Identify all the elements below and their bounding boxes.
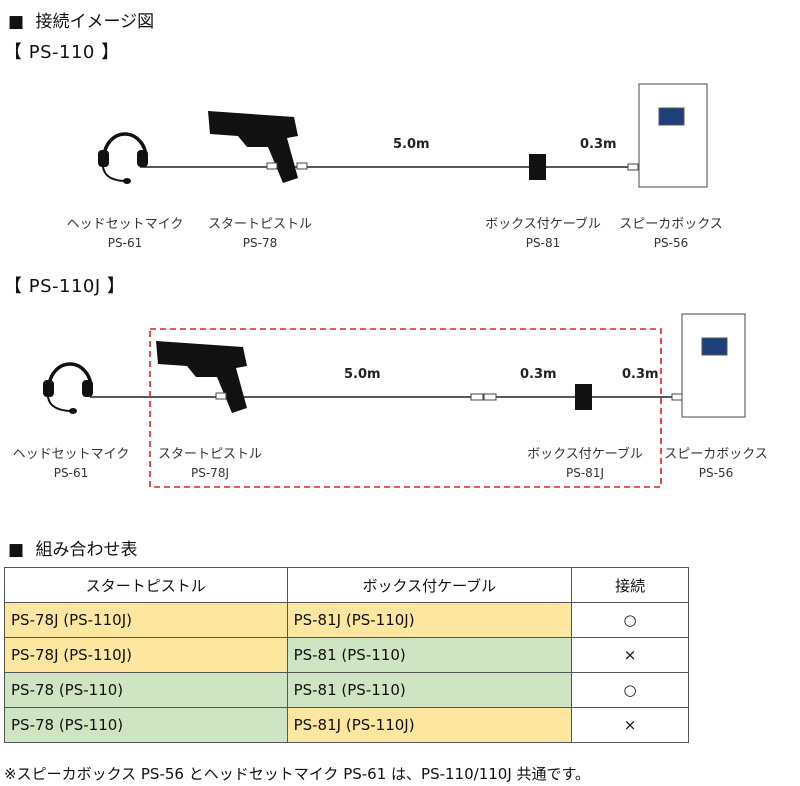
cable-cell: PS-81J (PS-110J) — [286, 707, 573, 743]
header-connection: 接続 — [571, 567, 689, 603]
headset-icon — [43, 362, 93, 414]
speaker-box-icon — [681, 313, 746, 418]
diagram-ps110 — [98, 83, 708, 188]
speaker-box-icon — [638, 83, 708, 188]
pistol-cell: PS-78 (PS-110) — [4, 672, 288, 708]
connection-result-cell: ○ — [571, 672, 689, 708]
component-code: PS-56 — [698, 466, 734, 480]
table-section-title: 組み合わせ表 — [35, 540, 138, 560]
table-row: PS-78 (PS-110) PS-81J (PS-110J) × — [4, 707, 689, 743]
component-code: PS-81 — [525, 236, 561, 250]
pistol-icon — [156, 341, 247, 413]
component-code: PS-61 — [107, 236, 143, 250]
component-name: スタートピストル — [157, 447, 262, 462]
table-row: PS-78J (PS-110J) PS-81 (PS-110) × — [4, 637, 689, 673]
cable-length-label: 5.0m — [393, 137, 430, 152]
cable-box-icon — [529, 154, 546, 180]
component-code: PS-81J — [566, 466, 604, 480]
component-name: スピーカボックス — [619, 217, 723, 232]
component-name: ボックス付ケーブル — [485, 217, 601, 232]
table-section-heading: ■ 組み合わせ表 — [8, 535, 137, 560]
connector-icon — [671, 393, 683, 401]
connection-section-heading: ■ 接続イメージ図 — [8, 7, 154, 32]
connector-icon — [627, 163, 639, 171]
diagram-ps110j — [43, 313, 746, 488]
pistol-icon — [208, 111, 308, 183]
variant-ps110-title: 【 PS-110 】 — [4, 42, 120, 63]
header-pistol: スタートピストル — [4, 567, 288, 603]
component-name: スピーカボックス — [664, 447, 768, 462]
variant-ps110j-title: 【 PS-110J 】 — [4, 276, 126, 297]
table-row: PS-78 (PS-110) PS-81 (PS-110) ○ — [4, 672, 689, 708]
cable-length-label: 0.3m — [622, 367, 659, 382]
connection-diagram — [43, 83, 746, 488]
connection-result-cell: × — [571, 707, 689, 743]
cable-length-label: 0.3m — [520, 367, 557, 382]
square-bullet-icon: ■ — [8, 12, 25, 32]
cable-cell: PS-81J (PS-110J) — [286, 602, 573, 638]
component-name: スタートピストル — [207, 217, 312, 232]
headset-icon — [98, 132, 148, 184]
cable-cell: PS-81 (PS-110) — [286, 637, 573, 673]
combination-table: スタートピストル ボックス付ケーブル 接続 PS-78J (PS-110J) P… — [4, 567, 689, 743]
connection-result-cell: ○ — [571, 602, 689, 638]
pistol-cell: PS-78J (PS-110J) — [4, 637, 288, 673]
cable-length-label: 0.3m — [580, 137, 617, 152]
cable-box-icon — [575, 384, 592, 410]
j-model-highlight-frame — [149, 328, 662, 488]
component-code: PS-78 — [242, 236, 278, 250]
component-name: ヘッドセットマイク — [12, 447, 130, 462]
header-cable: ボックス付ケーブル — [286, 567, 573, 603]
connector-icon — [470, 393, 484, 401]
connection-section-title: 接続イメージ図 — [35, 12, 155, 32]
component-code: PS-61 — [53, 466, 89, 480]
component-name: ボックス付ケーブル — [527, 447, 643, 462]
square-bullet-icon: ■ — [8, 540, 25, 560]
pistol-cell: PS-78 (PS-110) — [4, 707, 288, 743]
connection-result-cell: × — [571, 637, 689, 673]
pistol-cell: PS-78J (PS-110J) — [4, 602, 288, 638]
component-name: ヘッドセットマイク — [66, 217, 184, 232]
component-code: PS-56 — [653, 236, 689, 250]
footnote: ※スピーカボックス PS-56 とヘッドセットマイク PS-61 は、PS-11… — [4, 765, 591, 783]
component-code: PS-78J — [191, 466, 229, 480]
cable-length-label: 5.0m — [344, 367, 381, 382]
connector-icon — [483, 393, 497, 401]
cable-cell: PS-81 (PS-110) — [286, 672, 573, 708]
table-header-row: スタートピストル ボックス付ケーブル 接続 — [4, 567, 689, 603]
table-row: PS-78J (PS-110J) PS-81J (PS-110J) ○ — [4, 602, 689, 638]
